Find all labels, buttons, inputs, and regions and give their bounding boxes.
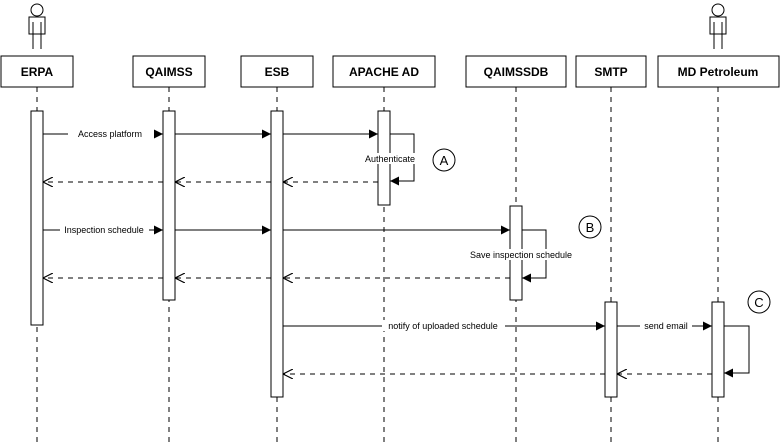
- send-email-label: send email: [644, 321, 688, 331]
- erpa-label: ERPA: [21, 65, 54, 79]
- md-petroleum-box: [657, 55, 780, 88]
- md-petroleum-self-arrow: [724, 325, 750, 378]
- inspection-schedule-label: Inspection schedule: [64, 225, 144, 235]
- qaimss-activation: [162, 110, 176, 301]
- md-petroleum-activation: [711, 301, 725, 398]
- save-inspection-schedule-label: Save inspection schedule: [470, 250, 572, 260]
- qaimss-box: [132, 55, 206, 88]
- marker-c-label: C: [754, 295, 763, 310]
- authenticate-label: Authenticate: [365, 154, 415, 164]
- marker-a-circle: [432, 148, 456, 172]
- apache-ad-label: APACHE AD: [349, 65, 419, 79]
- marker-b-circle: [578, 215, 602, 239]
- erpa-actor-icon: [28, 3, 46, 49]
- erpa-activation: [30, 110, 44, 326]
- access-platform-label: Access platform: [78, 129, 142, 139]
- notify-uploaded-schedule-label: notify of uploaded schedule: [388, 321, 498, 331]
- marker-b-label: B: [586, 220, 595, 235]
- apache-ad-box: [332, 55, 436, 88]
- smtp-label: SMTP: [594, 65, 627, 79]
- qaimssdb-label: QAIMSSDB: [484, 65, 549, 79]
- md-petroleum-actor-icon: [709, 3, 727, 49]
- md-petroleum-label: MD Petroleum: [678, 65, 759, 79]
- esb-box: [240, 55, 314, 88]
- erpa-box: [0, 55, 74, 88]
- qaimss-label: QAIMSS: [145, 65, 192, 79]
- esb-activation: [270, 110, 284, 398]
- esb-label: ESB: [265, 65, 290, 79]
- smtp-box: [575, 55, 647, 88]
- qaimssdb-box: [465, 55, 567, 88]
- marker-c-circle: [747, 290, 771, 314]
- marker-a-label: A: [440, 153, 449, 168]
- smtp-activation: [604, 301, 618, 398]
